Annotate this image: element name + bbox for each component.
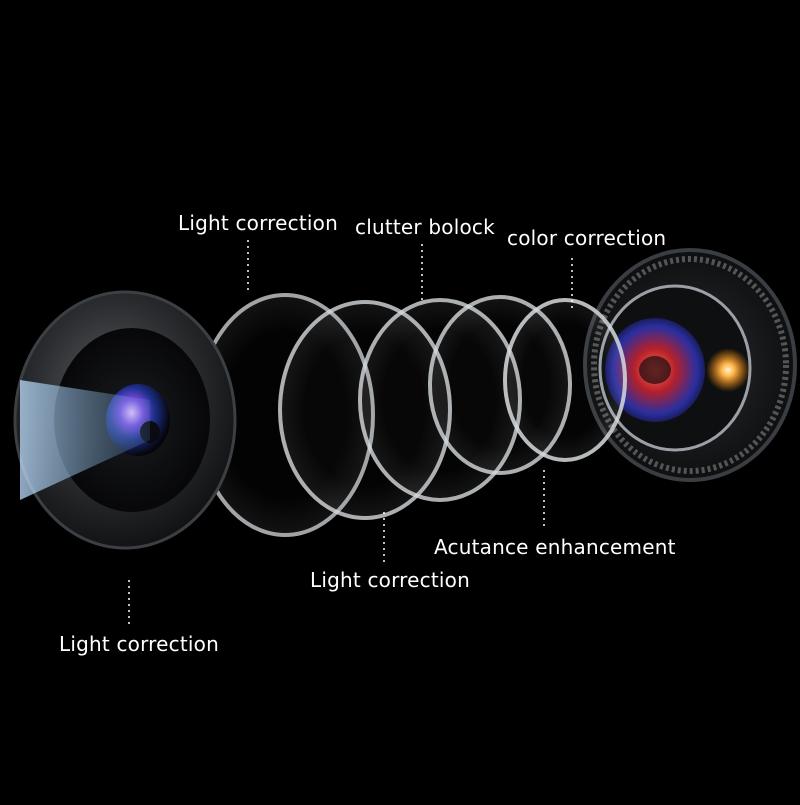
filter-rings bbox=[195, 293, 627, 537]
callout-acutance-enhancement: Acutance enhancement bbox=[434, 535, 676, 559]
leader-lines bbox=[128, 240, 573, 626]
callout-clutter-block: clutter bolock bbox=[355, 215, 495, 239]
front-lens-module bbox=[13, 290, 237, 550]
callout-light-correction-bottom: Light correction bbox=[59, 632, 219, 656]
light-flare-icon bbox=[706, 348, 750, 392]
callout-light-correction-top: Light correction bbox=[178, 211, 338, 235]
callout-color-correction: color correction bbox=[507, 226, 667, 250]
light-beam bbox=[20, 380, 150, 500]
callout-light-correction-middle: Light correction bbox=[310, 568, 470, 592]
rear-lens-module bbox=[583, 248, 797, 482]
